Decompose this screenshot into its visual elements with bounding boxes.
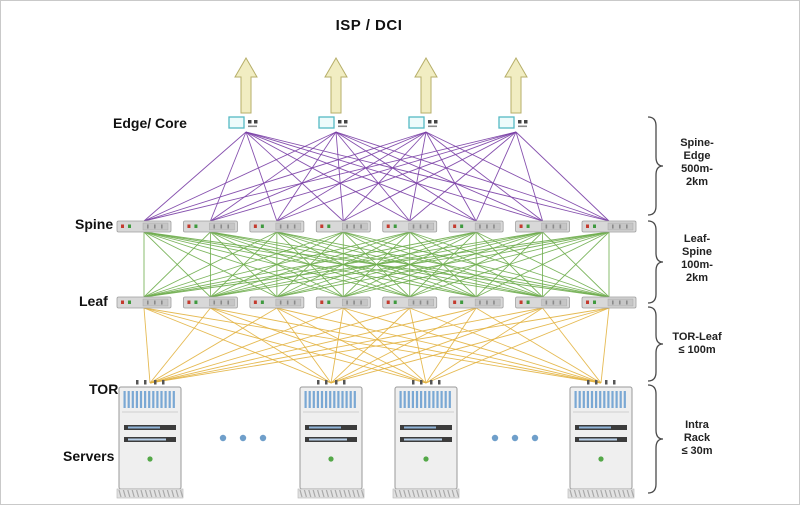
- range-brace: [647, 220, 664, 304]
- annotation-leaf-spine-distance: Leaf- Spine 100m- 2km: [681, 233, 713, 284]
- leaf-switch: [249, 296, 305, 309]
- server-rack: [116, 380, 184, 499]
- leaf-switch: [382, 296, 438, 309]
- spine-switch: [116, 220, 172, 233]
- annotation-tor-leaf-distance: TOR-Leaf ≤ 100m: [672, 331, 722, 356]
- spine-switch: [315, 220, 371, 233]
- leaf-switch: [116, 296, 172, 309]
- leaf-switch: [448, 296, 504, 309]
- spine-switch: [515, 220, 570, 233]
- edge-core-device: [318, 116, 348, 129]
- uplink-arrow: [324, 57, 348, 114]
- layer-label-tor: TOR: [89, 381, 119, 397]
- status-led: [147, 456, 153, 462]
- range-brace: [647, 384, 664, 494]
- server-rack: [297, 380, 365, 499]
- spine-switch: [581, 220, 637, 233]
- ellipsis-dots: [491, 434, 539, 442]
- links-edge-spine: [143, 131, 610, 222]
- layer-label-edge-core: Edge/ Core: [113, 115, 187, 131]
- spine-switch: [249, 220, 305, 233]
- edge-core-device: [408, 116, 438, 129]
- layer-label-servers: Servers: [63, 448, 115, 464]
- uplink-arrow: [504, 57, 528, 114]
- links-spine-leaf: [143, 231, 610, 298]
- leaf-switch: [515, 296, 570, 309]
- server-rack: [567, 380, 635, 499]
- uplink-arrow: [414, 57, 438, 114]
- layer-label-leaf: Leaf: [79, 293, 108, 309]
- annotation-intra-rack-distance: Intra Rack ≤ 30m: [681, 419, 713, 457]
- leaf-switch: [581, 296, 637, 309]
- annotation-spine-edge-distance: Spine- Edge 500m- 2km: [680, 137, 714, 188]
- edge-core-device: [228, 116, 258, 129]
- spine-switch: [448, 220, 504, 233]
- ellipsis-dots: [219, 434, 267, 442]
- status-led: [328, 456, 334, 462]
- diagram-title: ISP / DCI: [335, 17, 403, 34]
- spine-switch: [382, 220, 438, 233]
- status-led: [598, 456, 604, 462]
- uplink-arrow: [234, 57, 258, 114]
- server-rack: [392, 380, 460, 499]
- leaf-switch: [315, 296, 371, 309]
- links-leaf-tor: [143, 307, 610, 384]
- status-led: [423, 456, 429, 462]
- layer-label-spine: Spine: [75, 216, 114, 232]
- range-brace: [647, 116, 664, 216]
- spine-switch: [183, 220, 238, 233]
- range-brace: [647, 306, 664, 382]
- edge-core-device: [498, 116, 528, 129]
- leaf-switch: [183, 296, 238, 309]
